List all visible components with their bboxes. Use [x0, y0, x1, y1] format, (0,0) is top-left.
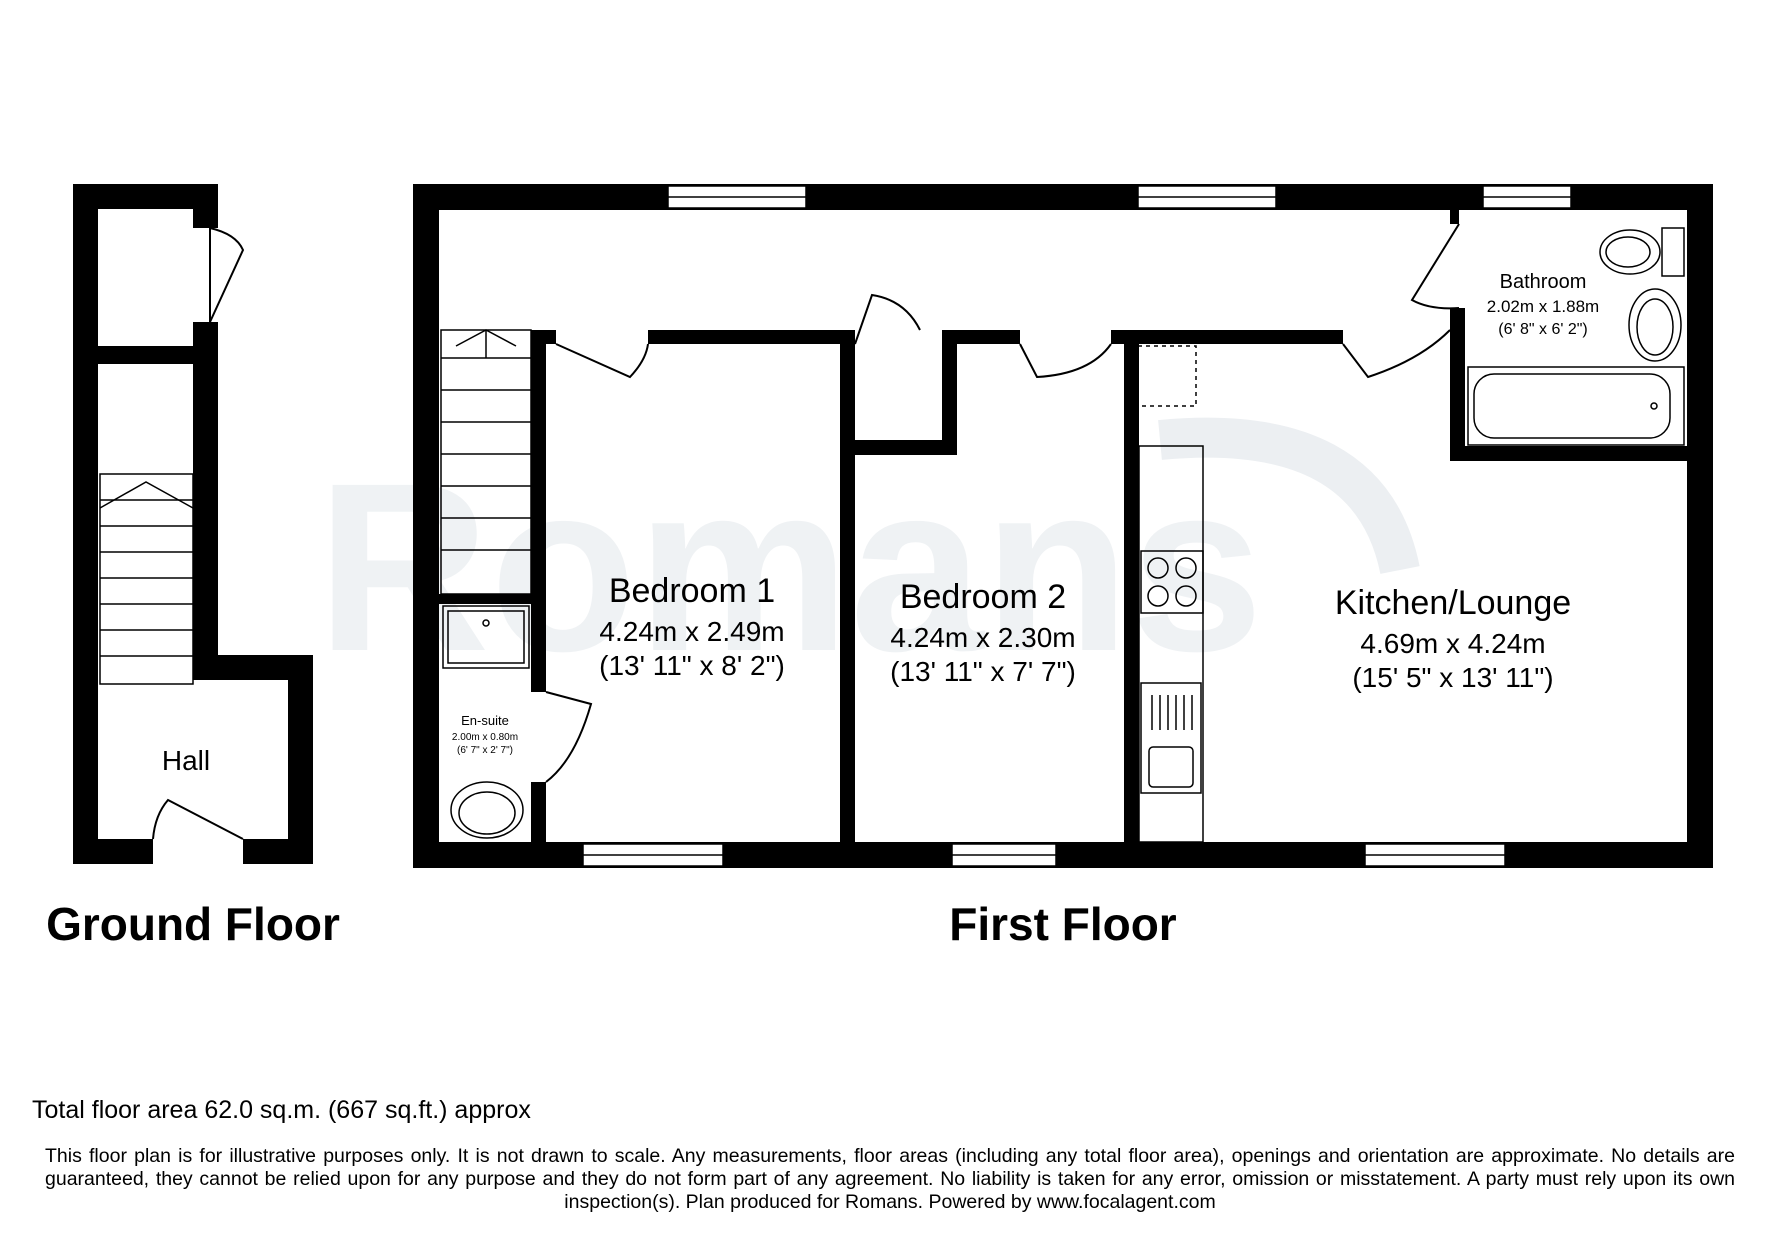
room-size-ensuite-metric: 2.00m x 0.80m [452, 732, 518, 743]
ground-floor-plan [73, 184, 313, 864]
room-size-bedroom-2-imperial: (13' 11" x 7' 7") [890, 656, 1076, 687]
wall [1450, 446, 1687, 461]
first-floor-title: First Floor [949, 898, 1177, 950]
wall [531, 330, 546, 692]
wall [1450, 308, 1465, 460]
wall [73, 839, 153, 864]
wall [1111, 330, 1343, 344]
sink [1140, 682, 1202, 794]
basin [450, 781, 524, 839]
first-floor-doors [545, 223, 1460, 783]
wall [840, 330, 855, 844]
basin [1628, 288, 1682, 362]
room-size-bathroom-metric: 2.02m x 1.88m [1487, 297, 1599, 316]
room-label-ensuite: En-suite [461, 713, 509, 728]
ground-floor-title: Ground Floor [46, 898, 340, 950]
room-label-kitchen-lounge: Kitchen/Lounge [1335, 584, 1571, 622]
hob [1140, 550, 1204, 614]
room-label-bedroom-2: Bedroom 2 [900, 578, 1066, 616]
room-size-ensuite-imperial: (6' 7" x 2' 7") [457, 745, 513, 756]
room-label-bedroom-1: Bedroom 1 [609, 572, 775, 610]
bathroom-fixtures [1467, 227, 1685, 446]
windows [582, 185, 1572, 867]
wall [942, 330, 1020, 344]
room-size-kitchen-lounge-imperial: (15' 5" x 13' 11") [1352, 662, 1553, 693]
wall [942, 330, 957, 455]
room-label-bathroom: Bathroom [1500, 271, 1587, 293]
wall [193, 322, 218, 657]
worktop [1138, 445, 1204, 843]
first-floor-stairs [440, 329, 532, 595]
watermark-arc [1158, 417, 1420, 575]
wall [288, 655, 313, 864]
wall [840, 440, 957, 455]
wall [531, 330, 556, 344]
wall [243, 839, 313, 864]
extractor [1137, 345, 1197, 407]
room-size-bedroom-2-metric: 4.24m x 2.30m [890, 622, 1075, 653]
wall [98, 346, 198, 364]
kitchen-fixtures [1137, 345, 1204, 843]
shower-tray [442, 605, 530, 669]
toilet [1599, 229, 1661, 275]
bath [1467, 366, 1685, 446]
wall [413, 184, 439, 868]
room-size-kitchen-lounge-metric: 4.69m x 4.24m [1360, 628, 1545, 659]
wall [439, 594, 539, 604]
watermark: Romans [317, 433, 1264, 701]
toilet-cistern [1661, 227, 1685, 277]
total-floor-area: Total floor area 62.0 sq.m. (667 sq.ft.)… [32, 1096, 531, 1124]
ensuite-fixtures [442, 605, 530, 839]
wall [193, 184, 218, 228]
disclaimer-text: This floor plan is for illustrative purp… [45, 1145, 1735, 1213]
wall [73, 184, 98, 864]
wall [1124, 330, 1139, 844]
room-size-bathroom-imperial: (6' 8" x 6' 2") [1498, 321, 1588, 338]
wall [1687, 184, 1713, 868]
room-label-hall: Hall [162, 745, 210, 776]
ground-doors [152, 227, 245, 840]
wall [531, 782, 546, 844]
wall [648, 330, 853, 344]
room-size-bedroom-1-metric: 4.24m x 2.49m [599, 616, 784, 647]
room-size-bedroom-1-imperial: (13' 11" x 8' 2") [599, 650, 785, 681]
ground-stairs [99, 473, 194, 685]
wall [1450, 210, 1459, 224]
